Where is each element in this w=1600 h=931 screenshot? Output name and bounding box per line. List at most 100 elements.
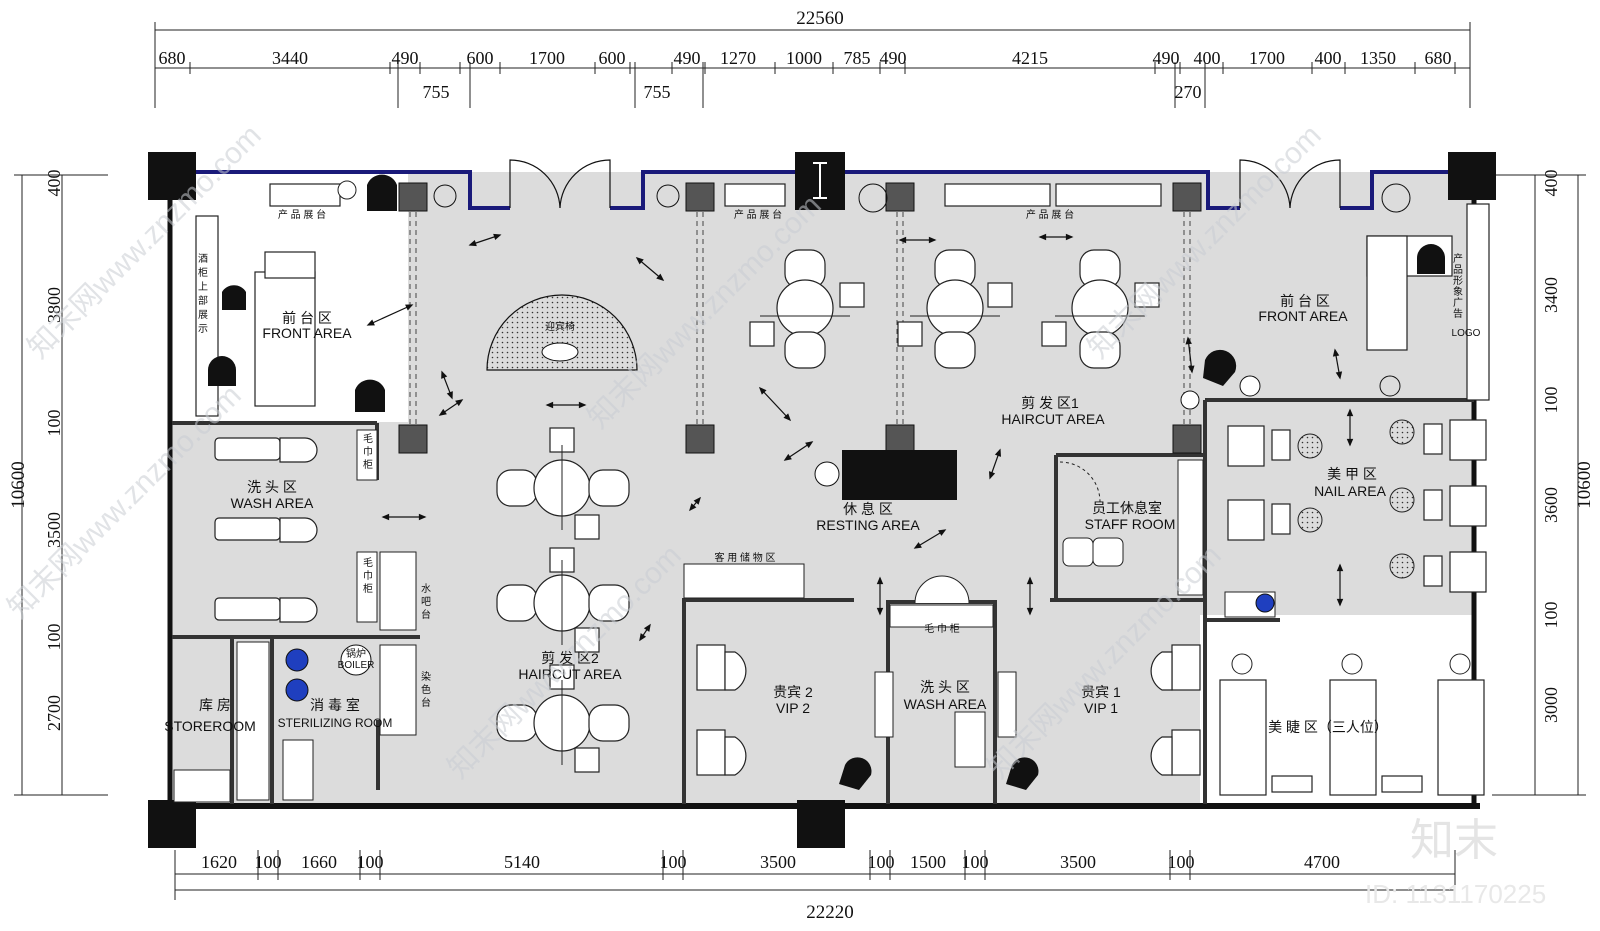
label-product-display-1: 产 品 展 台 <box>278 208 326 221</box>
arrow-head <box>783 453 792 461</box>
room-storeroom-cn: 库 房 <box>199 697 231 713</box>
image-wall-text-char: 告 <box>1453 307 1463 320</box>
lash-stools <box>1231 653 1471 675</box>
watermark-brand: 知末 <box>1410 816 1498 865</box>
room-nail-cn: 美 甲 区 <box>1327 466 1377 482</box>
flow-arrow <box>367 304 413 326</box>
dim-bottom-value: 3500 <box>1060 852 1096 872</box>
interior-walls <box>172 398 1474 804</box>
room-staff-en: STAFF ROOM <box>1085 516 1176 532</box>
dim-bottom-value: 3500 <box>760 852 796 872</box>
arrow-head <box>381 513 390 521</box>
room-lash-cn: 美 睫 区（三人位） <box>1268 719 1388 735</box>
room-wash-center-cn: 洗 头 区 <box>920 679 970 695</box>
arrow-head <box>545 401 554 409</box>
staff-room-furniture <box>1062 459 1204 596</box>
arrow-head <box>928 236 937 244</box>
arrow-head <box>1332 348 1340 357</box>
office-chair-icon <box>222 285 246 310</box>
arrow-head <box>1065 233 1074 241</box>
room-wash-left-cn: 洗 头 区 <box>247 479 297 495</box>
dim-bottom-value: 100 <box>868 852 895 872</box>
lounge-chair-icon <box>839 757 872 790</box>
wine-cabinet-text-char: 上 <box>198 281 208 293</box>
dim-top-value: 4215 <box>1012 48 1048 68</box>
center-wash-room <box>874 604 1017 768</box>
office-chair-icon <box>208 356 236 386</box>
dim-top-value: 600 <box>599 48 626 68</box>
dim-top-value: 680 <box>159 48 186 68</box>
image-wall-text-char: 品 <box>1453 264 1463 276</box>
entrance-doors <box>509 159 1341 209</box>
image-wall-text-char: 象 <box>1453 286 1463 298</box>
side-table-icon <box>814 461 840 487</box>
water-bar-text-char: 台 <box>421 608 431 621</box>
office-chair-icon <box>367 174 397 211</box>
label-welcome-seat: 迎宾椅 <box>545 320 575 333</box>
wash-chairs-left <box>214 437 318 623</box>
label-boiler-en: BOILER <box>338 660 375 671</box>
dim-left-total: 10600 <box>8 461 29 509</box>
office-chair-icon <box>1417 244 1445 274</box>
dim-bottom-value: 5140 <box>504 852 540 872</box>
room-staff-cn: 员工休息室 <box>1092 500 1162 516</box>
arrow-head <box>1346 438 1354 447</box>
dim-right-value: 3600 <box>1541 487 1561 523</box>
label-towel-cabinet-center: 毛 巾 柜 <box>924 622 960 635</box>
room-vip1-en: VIP 1 <box>1084 700 1118 716</box>
arrow-head <box>783 413 792 422</box>
structural-columns <box>148 152 1496 848</box>
wine-cabinet-text-char: 示 <box>198 324 208 335</box>
towel-cabinet-text-char: 巾 <box>363 445 373 458</box>
boiler-icon <box>285 648 309 672</box>
water-bar-text-char: 吧 <box>421 597 431 608</box>
room-wash-left-en: WASH AREA <box>231 495 314 511</box>
arrow-head <box>693 496 701 505</box>
image-wall-text-char: 产 <box>1453 252 1463 265</box>
nail-stools <box>1297 419 1415 579</box>
wine-cabinet-text-char: 柜 <box>198 266 208 279</box>
room-front-left-cn: 前 台 区 <box>282 310 332 326</box>
towel-cabinet-text: 毛巾柜 <box>363 433 373 471</box>
nail-stations <box>1227 419 1487 593</box>
stool-icon <box>337 180 357 200</box>
water-bar-text: 水吧台 <box>421 583 431 621</box>
dim-top-sub-value: 755 <box>423 82 450 102</box>
label-product-display-3: 产 品 展 台 <box>1026 208 1074 221</box>
dim-bottom-value: 100 <box>357 852 384 872</box>
dim-bottom-value: 1620 <box>201 852 237 872</box>
arrow-head <box>418 513 427 521</box>
dim-left-value: 400 <box>44 170 64 197</box>
dim-bottom-total: 22220 <box>806 902 854 923</box>
dim-bottom-value: 100 <box>962 852 989 872</box>
room-resting-en: RESTING AREA <box>816 517 920 533</box>
towel-cabinet-text-char: 毛 <box>363 557 373 569</box>
arrow-head <box>446 391 453 400</box>
dim-bottom-value: 100 <box>660 852 687 872</box>
dim-top-value: 490 <box>880 48 907 68</box>
towel-cabinets-left <box>356 429 417 736</box>
arrow-head <box>1335 371 1343 380</box>
image-wall-text-char: 广 <box>1453 297 1463 309</box>
arrow-head <box>1185 336 1192 345</box>
arrow-head <box>989 471 996 480</box>
towel-cabinet-text: 毛巾柜 <box>363 557 373 595</box>
boiler-tank-icon <box>340 644 372 676</box>
wine-cabinet-text-char: 酒 <box>198 253 208 265</box>
lounge-chair-icon <box>1203 349 1237 386</box>
staff-room-door <box>1059 461 1101 503</box>
dim-bottom-value: 4700 <box>1304 852 1340 872</box>
welcome-seat-icon <box>486 294 638 371</box>
arrow-head <box>455 399 464 407</box>
arrow-head <box>438 408 447 416</box>
arrow-head <box>1336 598 1344 607</box>
haircut-stations-area1 <box>749 249 1160 369</box>
dim-right-value: 100 <box>1541 602 1561 629</box>
dim-top-value: 680 <box>1425 48 1452 68</box>
dim-bottom-value: 1500 <box>910 852 946 872</box>
dim-top-value: 600 <box>467 48 494 68</box>
